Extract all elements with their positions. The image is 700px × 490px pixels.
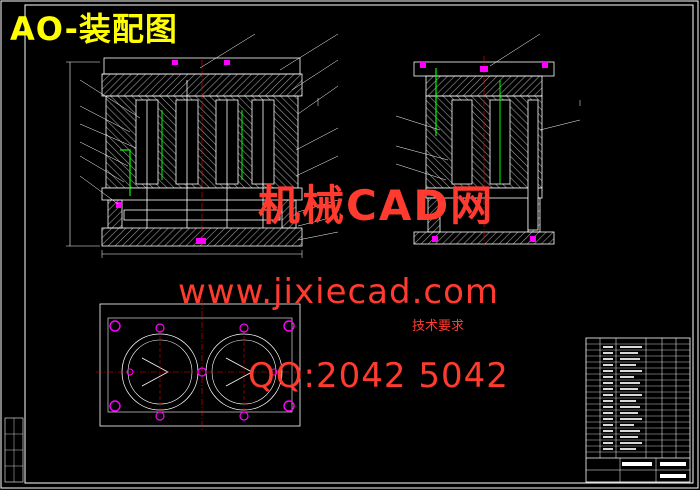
revision-block: [4, 417, 24, 483]
watermark-site-name: 机械CAD网: [258, 181, 495, 230]
drawing-title: AO-装配图: [10, 10, 178, 48]
bom-and-title-block: [585, 337, 691, 483]
watermark-qq: QQ:2042 5042: [248, 356, 509, 396]
tech-requirements-title: 技术要求: [412, 319, 465, 334]
sheet-border-inner: [24, 4, 694, 484]
watermark-url: www.jixiecad.com: [178, 272, 500, 312]
front-section-view: [66, 33, 339, 258]
side-section-view: [395, 33, 581, 246]
plan-view: [96, 300, 304, 430]
